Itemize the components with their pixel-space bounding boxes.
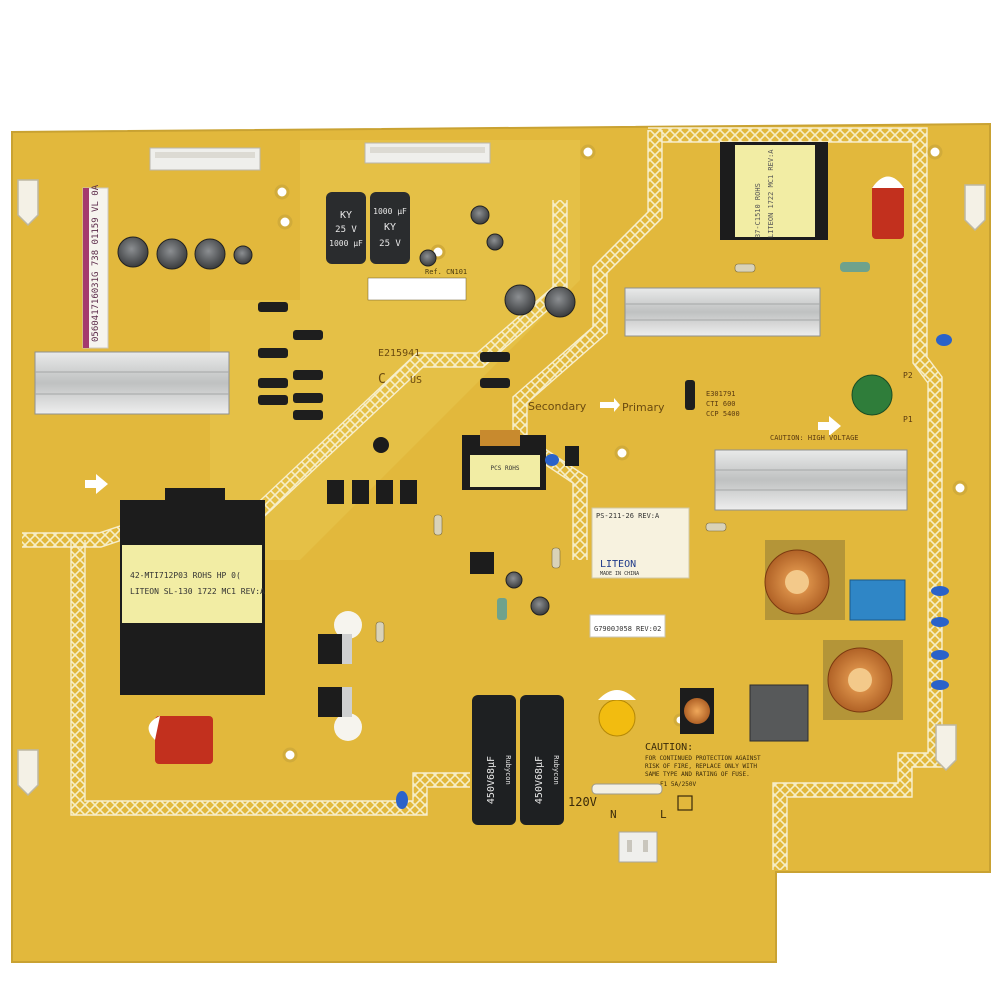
heatsink-mid-right <box>714 449 908 511</box>
heatsink-top-right <box>624 287 821 337</box>
bulk-cap1-value: 450V68µF <box>486 756 497 804</box>
connector-cn101 <box>364 142 491 164</box>
serial-number-text: 056041716031G 738 01159 VL 0A <box>91 184 101 342</box>
fuse <box>591 783 663 795</box>
l-terminal-label: L <box>660 808 667 821</box>
ref-text: Ref. CN101 <box>425 268 467 276</box>
ul-c-mark: C <box>378 372 386 387</box>
ac-input-connector <box>618 831 658 863</box>
aux-transformer: PCS ROHS <box>462 430 546 490</box>
caution-title: CAUTION: <box>645 742 693 753</box>
p1-label: P1 <box>903 415 913 424</box>
bulk-cap1-brand: Rubycon <box>504 755 512 785</box>
main-transformer: 42-MTI712P03 ROHS HP 0( LITEON SL-130 17… <box>120 488 265 695</box>
glass-diodes <box>375 263 756 643</box>
top-xfmr-line1: 37-C1510 ROHS <box>754 183 762 238</box>
made-in-label: MADE IN CHINA <box>600 571 639 577</box>
mounting-tabs <box>17 179 986 797</box>
yellow-cap <box>598 690 636 737</box>
choke-2 <box>823 640 903 720</box>
bulk-cap2-value: 450V68µF <box>534 756 545 804</box>
n-terminal-label: N <box>610 808 617 821</box>
cap2-value: 1000 µF <box>373 207 407 216</box>
cert-cti: CTI 600 <box>706 400 736 408</box>
cert-ccp: CCP 5400 <box>706 410 740 418</box>
p2-label: P2 <box>903 371 913 380</box>
voltage-120-label: 120V <box>568 795 597 809</box>
fuse-rating: F1 5A/250V <box>660 781 697 788</box>
cap2-brand: KY <box>384 222 396 233</box>
resistor-top-right <box>840 262 870 272</box>
ic-row <box>327 437 579 574</box>
resistor-array <box>367 277 467 301</box>
caution-line1: FOR CONTINUED PROTECTION AGAINST <box>645 755 761 762</box>
heatsink-left <box>34 351 230 415</box>
top-transformer: 37-C1510 ROHS LITEON 1722 MC1 REV:A <box>720 142 828 240</box>
resistor-small-green <box>497 598 507 620</box>
diodes-column <box>258 302 695 420</box>
primary-label: Primary <box>622 401 665 414</box>
aux-xfmr-text: PCS ROHS <box>491 465 520 472</box>
bulk-capacitor-1: 450V68µF Rubycon <box>472 695 516 825</box>
secondary-label: Secondary <box>528 400 587 413</box>
cap1-voltage: 25 V <box>335 225 357 235</box>
blue-y-caps <box>396 334 952 809</box>
caution-fuse-text: CAUTION: FOR CONTINUED PROTECTION AGAINS… <box>645 742 761 788</box>
serial-sticker: 056041716031G 738 01159 VL 0A <box>82 184 109 349</box>
connector-cn202 <box>149 147 261 171</box>
x-capacitor-bottom <box>148 716 213 764</box>
arrow-icons <box>85 398 841 494</box>
ul-file-number: E215941 <box>378 348 420 359</box>
small-caps-left <box>117 236 253 270</box>
choke-1 <box>764 540 845 620</box>
caution-line2: RISK OF FIRE, REPLACE ONLY WITH <box>645 763 757 770</box>
blue-x2-cap <box>849 579 906 621</box>
power-mosfets <box>318 611 362 741</box>
model-label: PS-211-26 REV:A LITEON MADE IN CHINA <box>591 507 690 579</box>
part-rev: REV:02 <box>636 625 661 633</box>
ntc-thermistor <box>851 374 893 416</box>
small-caps-mid <box>419 205 576 616</box>
main-xfmr-line1: 42-MTI712P03 ROHS HP 0( <box>130 571 241 580</box>
model-label-text: PS-211-26 REV:A <box>596 512 660 520</box>
cap1-brand: KY <box>340 210 352 221</box>
secondary-caps: KY 25 V 1000 µF 1000 µF KY 25 V <box>326 192 410 264</box>
bulk-capacitor-2: 450V68µF Rubycon <box>520 695 564 825</box>
ul-us-mark: US <box>410 375 422 386</box>
cap1-value: 1000 µF <box>329 239 363 248</box>
main-xfmr-line2: LITEON SL-130 1722 MC1 REV:A <box>130 587 265 596</box>
grey-filter-block <box>749 684 809 742</box>
caution-high-voltage: CAUTION: HIGH VOLTAGE <box>770 434 859 442</box>
part-number: G7900J058 <box>594 625 632 633</box>
x-capacitor-top <box>872 176 904 239</box>
choke-small <box>680 688 714 734</box>
cert-e-number: E301791 <box>706 390 736 398</box>
ground-box-symbol <box>677 795 693 811</box>
caution-line3: SAME TYPE AND RATING OF FUSE. <box>645 771 750 778</box>
cap2-voltage: 25 V <box>379 239 401 249</box>
top-xfmr-line2: LITEON 1722 MC1 REV:A <box>767 149 775 238</box>
liteon-logo: LITEON <box>600 559 636 570</box>
part-number-sticker: G7900J058 REV:02 <box>589 614 666 638</box>
bulk-cap2-brand: Rubycon <box>552 755 560 785</box>
